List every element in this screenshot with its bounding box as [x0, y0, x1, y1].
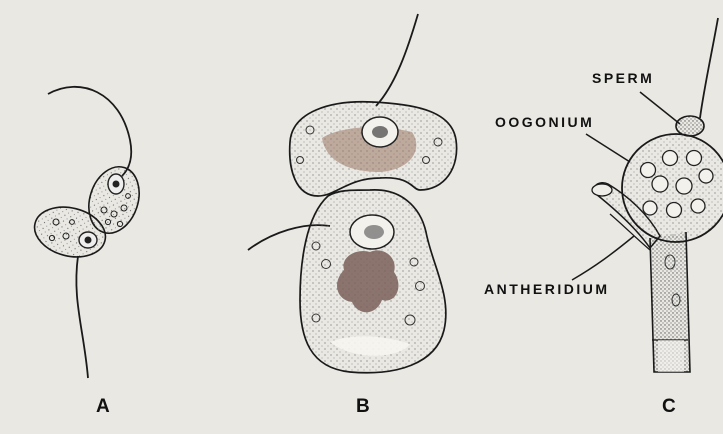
panel-label-a: A [96, 396, 110, 418]
panel-label-b: B [356, 396, 370, 418]
oogonium-cell [622, 134, 723, 242]
panel-label-c: C [662, 396, 676, 418]
flagellum-b-top [376, 14, 418, 106]
sperm-leader [640, 92, 680, 124]
oogonium-leader [586, 134, 630, 162]
panel-a-drawing [29, 87, 147, 378]
label-antheridium: ANTHERIDIUM [484, 281, 610, 297]
antheridium-leader [572, 236, 634, 280]
panel-b-drawing [248, 14, 457, 373]
label-sperm: SPERM [592, 70, 654, 86]
flagellum-lower [76, 256, 88, 378]
flagellum-upper [48, 87, 131, 176]
sperm-cell [676, 116, 704, 136]
label-oogonium: OOGONIUM [495, 114, 594, 130]
